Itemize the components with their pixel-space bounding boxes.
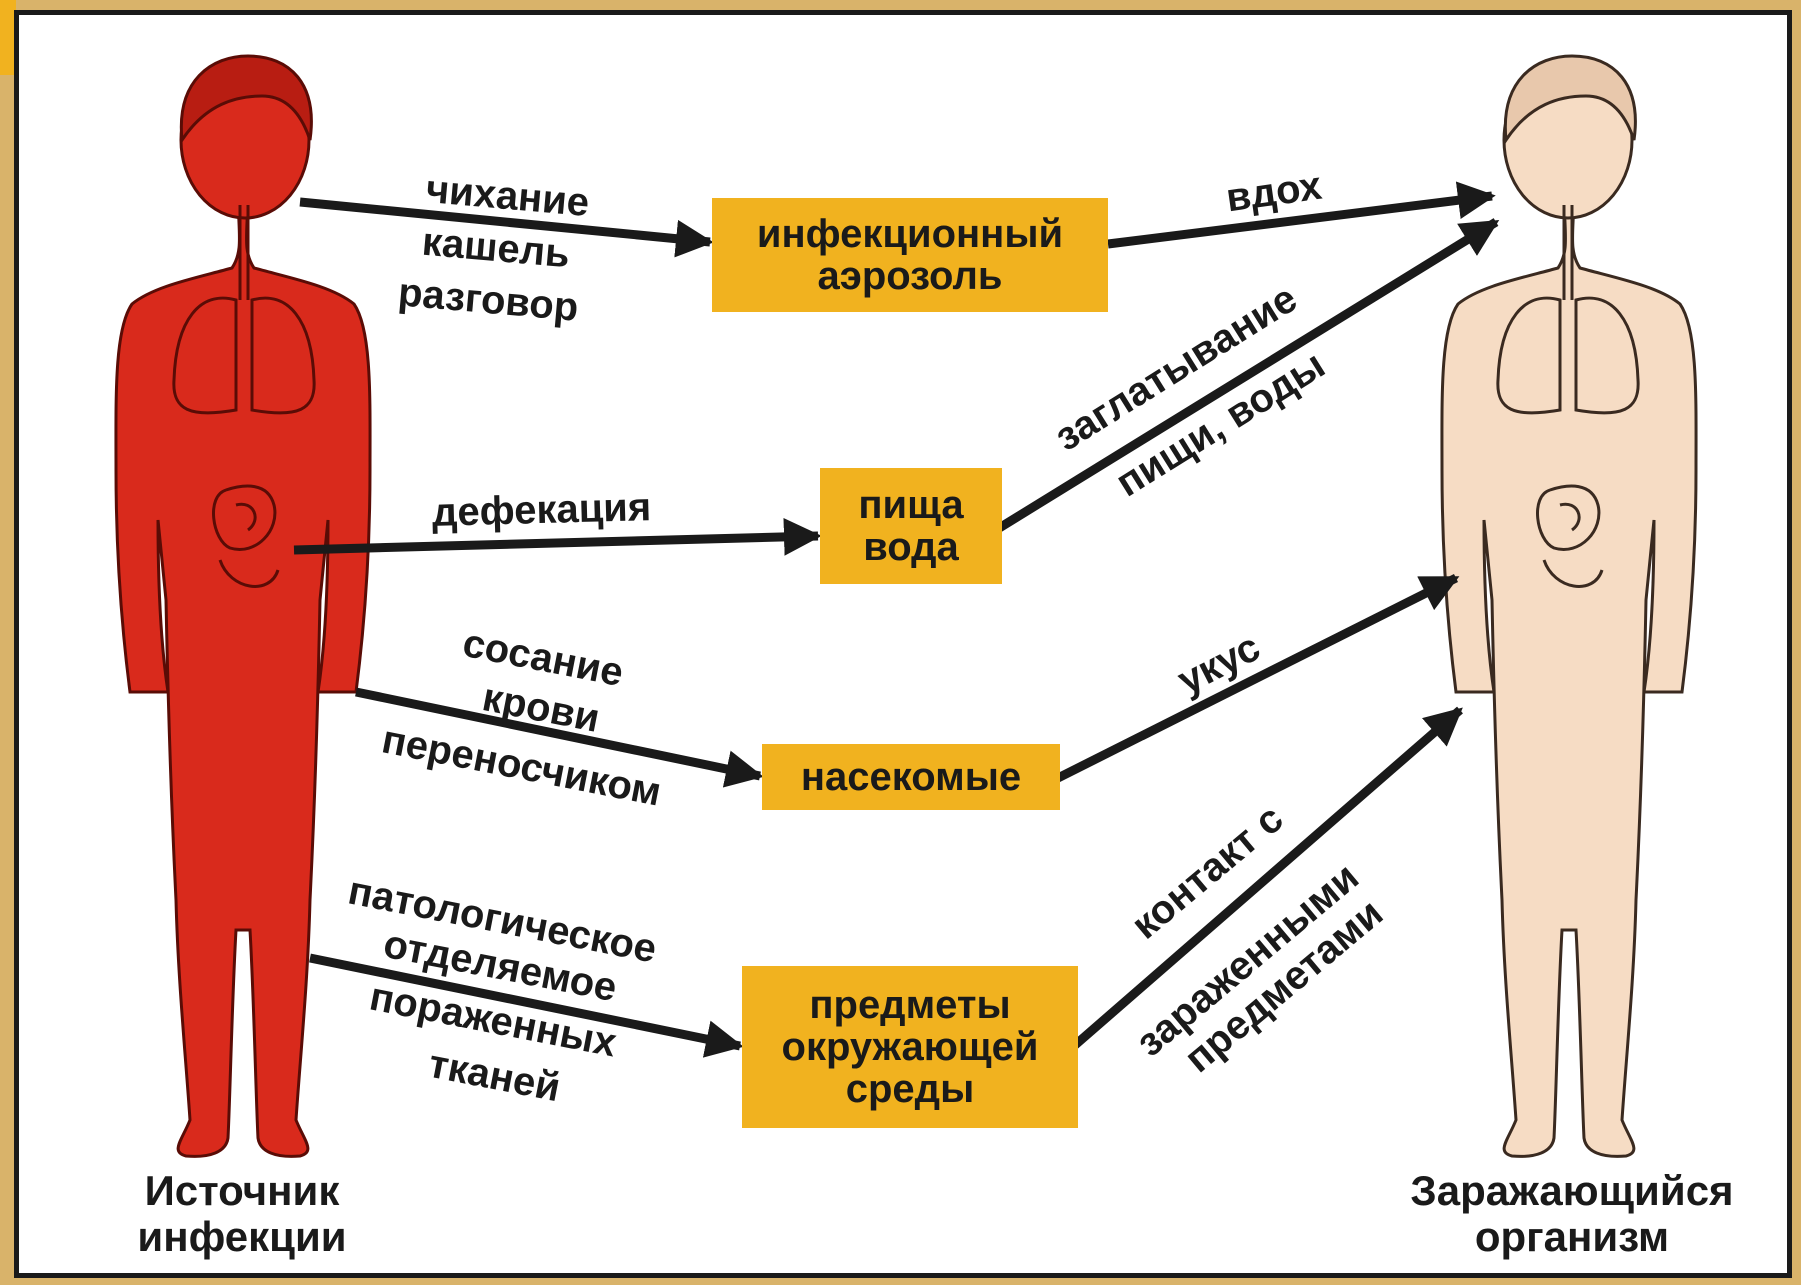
box-food-water: пища вода — [820, 468, 1002, 584]
box-insects-text: насекомые — [801, 756, 1021, 798]
box-food-water-text: пища вода — [858, 484, 963, 568]
box-infectious-aerosol-text: инфекционный аэрозоль — [757, 213, 1063, 297]
arrow-insects-to-target — [1054, 578, 1456, 780]
caption-infection-source: Источник инфекции — [122, 1168, 362, 1260]
target-person-figure — [1442, 56, 1696, 1156]
box-environment-objects: предметы окружающей среды — [742, 966, 1078, 1128]
box-insects: насекомые — [762, 744, 1060, 810]
source-person-figure — [116, 56, 370, 1156]
box-infectious-aerosol: инфекционный аэрозоль — [712, 198, 1108, 312]
source-person-body — [116, 190, 370, 1156]
label-defecation: дефекация — [432, 487, 652, 533]
box-environment-objects-text: предметы окружающей среды — [782, 984, 1039, 1110]
caption-infected-organism: Заражающийся организм — [1382, 1168, 1762, 1260]
arrow-source-to-food — [294, 536, 818, 550]
target-person-body — [1442, 190, 1696, 1156]
